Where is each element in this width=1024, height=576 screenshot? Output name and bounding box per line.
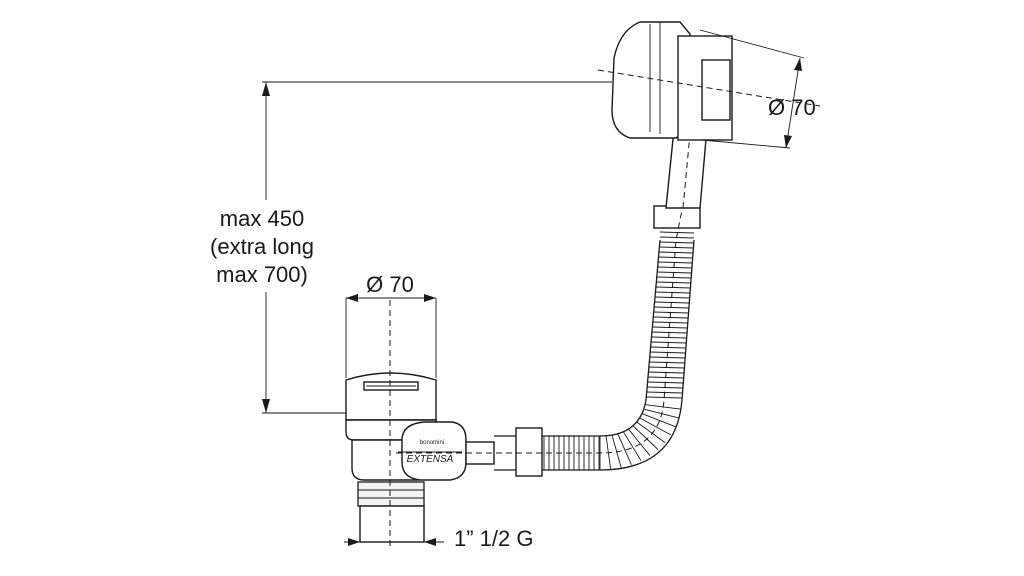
overflow-head bbox=[597, 21, 821, 141]
hose-rib bbox=[658, 261, 693, 264]
thread-dimension: 1” 1/2 G bbox=[344, 526, 533, 551]
overflow-diameter-dimension: Ø 70 bbox=[699, 29, 816, 149]
hose-rib bbox=[655, 286, 691, 289]
hose-rib bbox=[636, 421, 666, 443]
hose-rib bbox=[632, 425, 659, 450]
drain-diameter-dimension: Ø 70 bbox=[346, 272, 436, 302]
hose-rib bbox=[654, 301, 690, 304]
hose-rib bbox=[656, 281, 691, 284]
hose-rib bbox=[642, 413, 676, 428]
hose-rib bbox=[659, 241, 694, 244]
hose-rib bbox=[611, 434, 622, 468]
thread-label: 1” 1/2 G bbox=[454, 526, 533, 551]
hose-rib bbox=[656, 276, 692, 279]
hose-rib bbox=[657, 271, 692, 274]
hose-rib bbox=[653, 316, 689, 319]
height-label-line2: (extra long bbox=[210, 234, 314, 259]
height-label-line3: max 700) bbox=[216, 262, 308, 287]
hose-rib bbox=[627, 428, 651, 456]
hose-rib bbox=[655, 291, 691, 294]
hose-rib bbox=[622, 430, 642, 461]
hose-rib bbox=[653, 311, 689, 314]
hose-rib bbox=[639, 417, 672, 436]
hose-rib bbox=[654, 306, 689, 309]
height-dimension: max 450 (extra long max 700) bbox=[210, 81, 612, 414]
brand-small-text: bonomini bbox=[420, 440, 444, 446]
drain-diameter-label: Ø 70 bbox=[366, 272, 414, 297]
hose-rib bbox=[617, 433, 632, 465]
hose-rib bbox=[654, 296, 690, 299]
height-label-line1: max 450 bbox=[220, 206, 304, 231]
overflow-diameter-label: Ø 70 bbox=[768, 95, 816, 120]
hose-rib bbox=[652, 321, 688, 324]
brand-large-text: EXTENSA bbox=[407, 454, 454, 465]
hose-rib bbox=[658, 251, 694, 254]
flexible-hose bbox=[396, 119, 701, 477]
hose-rib bbox=[658, 256, 693, 259]
hose-rib bbox=[659, 246, 694, 249]
brand-housing: bonomini EXTENSA bbox=[398, 421, 495, 481]
hose-rib bbox=[657, 266, 692, 269]
